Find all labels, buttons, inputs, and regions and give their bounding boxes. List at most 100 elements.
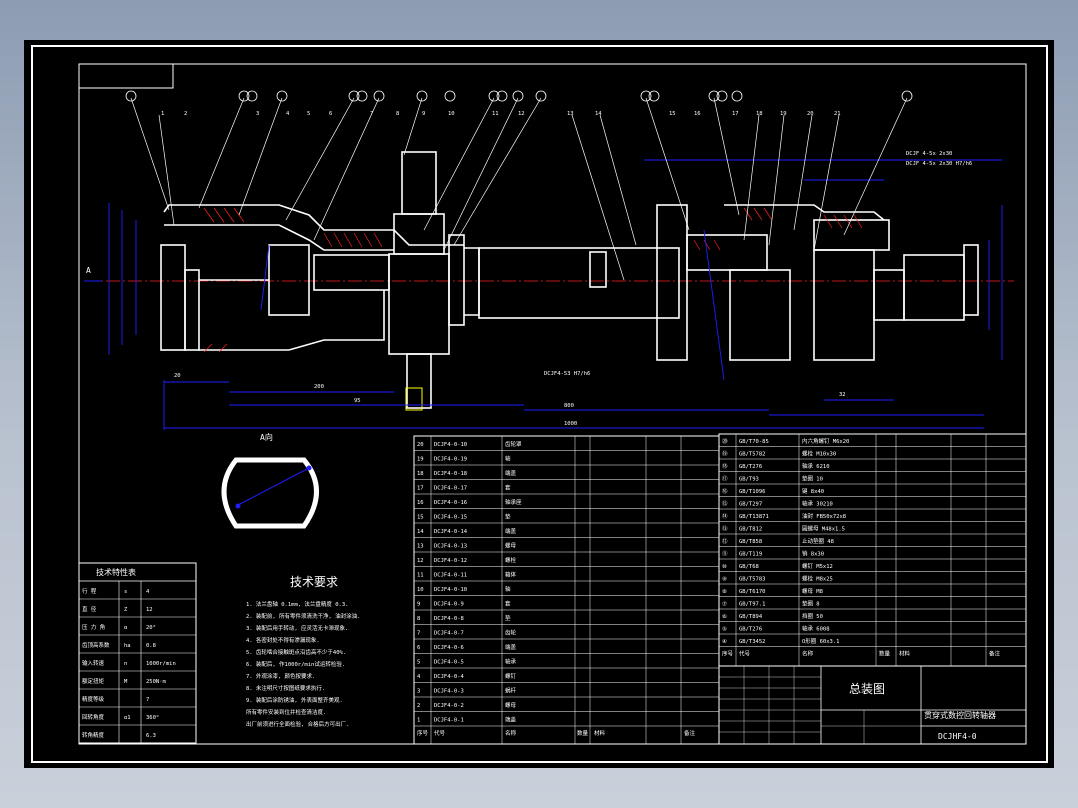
- bom-middle-row-code: DCJF4-0-12: [434, 558, 467, 564]
- bom-right-row-no: ⑬: [722, 525, 728, 533]
- bom-right-row-code: GB/T5782: [739, 452, 766, 458]
- callout-15: 15: [669, 111, 676, 117]
- bom-middle-row-name: 轴: [505, 455, 511, 463]
- bom-right-row-name: 销 8x30: [802, 550, 824, 558]
- right-flange-center: [448, 234, 465, 326]
- bom-right-row-code: GB/T297: [739, 502, 762, 508]
- bom-middle-row-no: 12: [417, 558, 424, 564]
- bom-middle-row-code: DCJF4-0-14: [434, 529, 468, 535]
- bom-middle-row-no: 10: [417, 587, 424, 593]
- bom-middle-row-name: 端盖: [505, 716, 517, 724]
- bom-middle-row-no: 4: [417, 674, 421, 680]
- callout-12: 12: [518, 111, 525, 117]
- bearing-left: [184, 269, 200, 351]
- right-assembly: [656, 204, 979, 361]
- spec-row-label: 额定扭矩: [82, 677, 105, 685]
- tech-req-line: 6. 装配后, 作1000r/min试运转检验.: [246, 660, 345, 668]
- spec-row-symbol: α1: [124, 715, 131, 721]
- bom-middle-row-code: DCJF4-0-4: [434, 674, 464, 680]
- spec-row-value: 4: [146, 589, 150, 595]
- worm-housing: [393, 213, 445, 255]
- bom-right-header-remark: 备注: [989, 650, 1001, 658]
- bom-right-row-name: 轴承 6008: [802, 625, 830, 633]
- bom-middle-row-name: 轴承: [505, 658, 517, 666]
- spec-row-value: 20°: [146, 625, 156, 631]
- callout-8: 8: [396, 111, 399, 117]
- bom-right-row-no: ⑥: [722, 613, 727, 620]
- bom-middle-row-code: DCJF4-0-7: [434, 631, 464, 637]
- bom-middle-row-no: 7: [417, 631, 420, 637]
- bom-right-row-code: GB/T97.1: [739, 602, 766, 608]
- bom-right-row-name: 内六角螺钉 M6x20: [802, 437, 849, 445]
- bom-middle-row-code: DCJF4-0-8: [434, 616, 464, 622]
- bom-middle-header-remark: 备注: [684, 729, 696, 737]
- bom-middle-row-no: 18: [417, 471, 424, 477]
- callout-5: 5: [307, 111, 310, 117]
- bom-right-row-code: GB/T93: [739, 477, 759, 483]
- tech-req-line: 所有零件安装到位并检查清洁度.: [246, 708, 326, 716]
- tech-req-line: 9. 装配后涂防锈油, 外表面整齐美观.: [246, 696, 343, 704]
- bom-right-row-code: GB/T6170: [739, 589, 766, 595]
- bom-middle-row-name: 端盖: [505, 527, 517, 535]
- bom-right-row-no: ⑯: [722, 487, 728, 495]
- bom-middle-header-name: 名称: [505, 729, 517, 737]
- callout-16: 16: [694, 111, 701, 117]
- spec-row-value: 360°: [146, 715, 159, 721]
- dim-32: 32: [839, 392, 846, 398]
- spec-row-value: 1000r/min: [146, 661, 176, 667]
- callout-19: 19: [780, 111, 787, 117]
- callout-7: 7: [370, 111, 373, 117]
- spec-row-value: 250N·m: [146, 679, 167, 685]
- bom-right-row-no: ④: [722, 638, 727, 645]
- bom-middle-row-name: 齿轮罩: [505, 440, 522, 448]
- callout-10: 10: [448, 111, 455, 117]
- bom-right-header-material: 材料: [899, 650, 911, 658]
- bom-middle-row-code: DCJF4-0-2: [434, 703, 464, 709]
- bom-middle-header-material: 材料: [594, 729, 606, 737]
- spec-row-label: 转角精度: [82, 731, 105, 739]
- right-housing-top: [724, 204, 885, 221]
- callout-2: 2: [184, 111, 187, 117]
- bom-middle-row-code: DCJF4-0-5: [434, 660, 464, 666]
- bom-right-row-no: ⑱: [722, 462, 728, 470]
- bom-middle-row-no: 1: [417, 718, 420, 724]
- gear-hub: [268, 244, 310, 316]
- spec-row-label: 回转角度: [82, 713, 105, 721]
- bom-right-row-no: ⑮: [722, 500, 728, 508]
- bom-middle-row-no: 3: [417, 689, 420, 695]
- bom-right-row-code: GB/T858: [739, 539, 762, 545]
- bom-middle-row-code: DCJF4-0-6: [434, 645, 464, 651]
- bom-middle-row-no: 11: [417, 573, 424, 579]
- bom-middle-row-no: 17: [417, 486, 424, 492]
- tech-req-line: 5. 齿轮啮合接触斑点沿齿高不少于40%.: [246, 648, 346, 656]
- bom-right-row-code: GB/T119: [739, 552, 762, 558]
- drawing-number: DCJHF4-0: [938, 732, 977, 741]
- corner-box: [78, 63, 174, 89]
- section-label: A: [86, 266, 91, 275]
- spec-row-value: 0.8: [146, 643, 156, 649]
- bom-middle-row-no: 5: [417, 660, 420, 666]
- bom-middle-row-name: 端盖: [505, 643, 517, 651]
- bom-middle-row-code: DCJF4-0-18: [434, 471, 467, 477]
- bom-right-row-code: GB/T3452: [739, 639, 766, 645]
- bom-right-row-no: ⑫: [722, 537, 728, 545]
- spec-row-symbol: Z: [124, 607, 128, 613]
- worm-key-highlight: [405, 387, 423, 411]
- bom-right-header-code: 代号: [739, 650, 751, 658]
- bom-right-header-no: 序号: [722, 650, 734, 658]
- worm-shaft-top: [401, 151, 437, 215]
- note-top-right: DCJF 4-5x 2x30: [906, 151, 952, 157]
- bom-middle-row-code: DCJF4-0-11: [434, 573, 467, 579]
- bom-middle-row-no: 13: [417, 544, 424, 550]
- bom-right-row-no: ⑭: [722, 512, 728, 520]
- spec-row-symbol: M: [124, 679, 128, 685]
- bom-middle-row-no: 14: [417, 529, 424, 535]
- bom-middle-row-name: 螺钉: [505, 672, 517, 680]
- right-center-body: [729, 269, 791, 361]
- bom-middle-row-name: 齿轮: [505, 629, 517, 637]
- bom-right-row-no: ⑪: [722, 550, 728, 558]
- bom-middle-row-code: DCJF4-0-3: [434, 689, 464, 695]
